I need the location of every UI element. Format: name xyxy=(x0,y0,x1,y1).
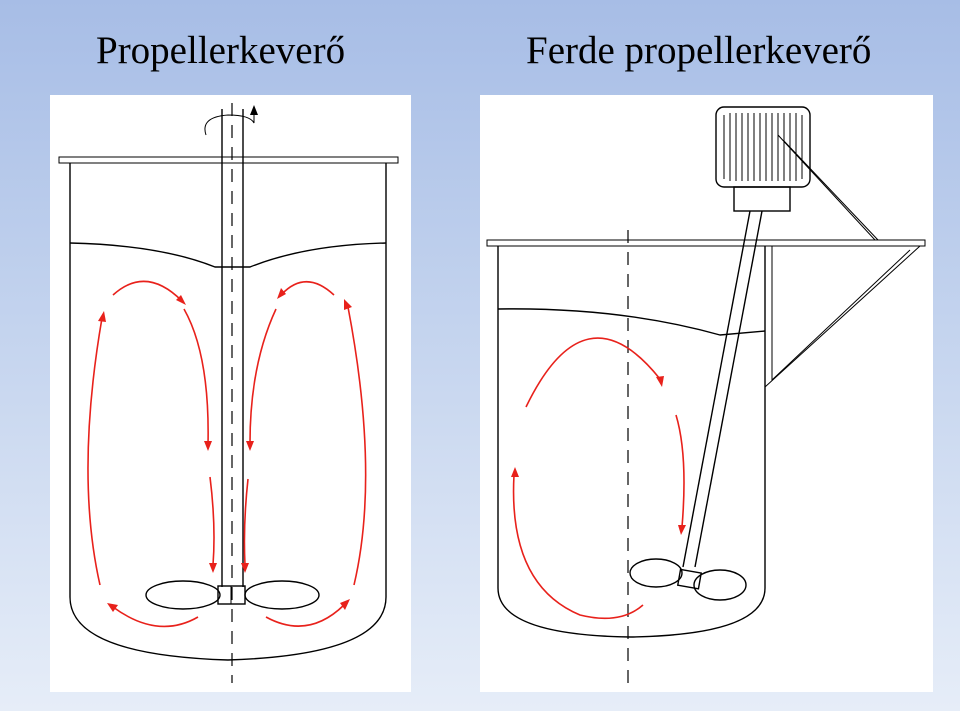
rotation-arc xyxy=(204,111,255,136)
flow-arrowhead xyxy=(98,311,106,322)
flow-arrowhead xyxy=(246,441,254,451)
flow-arrowhead xyxy=(678,525,686,535)
shaft-right-edge xyxy=(694,210,763,568)
flow-arc-lower-right xyxy=(243,478,249,566)
flow-arrowhead xyxy=(176,295,186,305)
mount-arm-lower xyxy=(783,140,879,241)
propeller-hub xyxy=(676,568,703,590)
flow-arrowhead xyxy=(656,376,664,387)
flow-arc-right xyxy=(675,414,685,528)
flow-arc-bottom-right xyxy=(265,604,345,627)
angled-propeller-mixer-diagram xyxy=(480,95,933,692)
left-title: Propellerkeverő xyxy=(96,29,346,72)
liquid-surface xyxy=(497,308,766,336)
flow-arrowhead xyxy=(344,299,352,310)
tank-wall xyxy=(69,163,387,661)
propeller-blade-right xyxy=(244,580,320,610)
flow-arc-top xyxy=(525,337,661,408)
motor-collar xyxy=(733,186,791,212)
mount-bracket-inner xyxy=(771,246,911,382)
propeller-mixer-diagram xyxy=(50,95,411,692)
propeller-blade-left xyxy=(629,558,683,588)
tank-wall xyxy=(497,246,766,638)
flow-arrowhead xyxy=(209,563,217,573)
angled-propeller-mixer-drawing xyxy=(486,106,926,685)
mount-bracket-outer xyxy=(764,245,921,389)
propeller-blade-left xyxy=(145,580,221,610)
motor-knurling xyxy=(723,113,803,181)
flow-arrowhead xyxy=(511,467,519,477)
right-title: Ferde propellerkeverő xyxy=(526,29,872,72)
shaft-left-edge xyxy=(682,210,751,568)
liquid-surface xyxy=(69,242,387,268)
propeller-mixer-drawing xyxy=(58,103,399,683)
flow-arc-top-right xyxy=(281,281,335,296)
flow-arrowhead xyxy=(340,599,350,610)
tank-rim xyxy=(58,156,399,164)
flow-arrowhead xyxy=(204,441,212,451)
propeller-blade-right xyxy=(693,569,747,601)
flow-arc-lower-left xyxy=(209,476,215,566)
tank-rim xyxy=(486,239,926,247)
flow-arc-outer-left xyxy=(87,317,103,586)
flow-arrowhead xyxy=(107,603,118,612)
flow-arc-down-right xyxy=(249,308,277,444)
flow-arc-bottom-left xyxy=(112,606,199,628)
flow-arc-outer-right xyxy=(347,306,367,586)
flow-arc-down-left xyxy=(183,308,209,446)
flow-arrowhead xyxy=(277,288,286,299)
rotation-arrowhead xyxy=(250,105,258,115)
flow-arrowhead xyxy=(241,563,249,573)
flow-arc-bottom-left xyxy=(512,474,644,620)
flow-arc-top-left xyxy=(112,280,183,302)
